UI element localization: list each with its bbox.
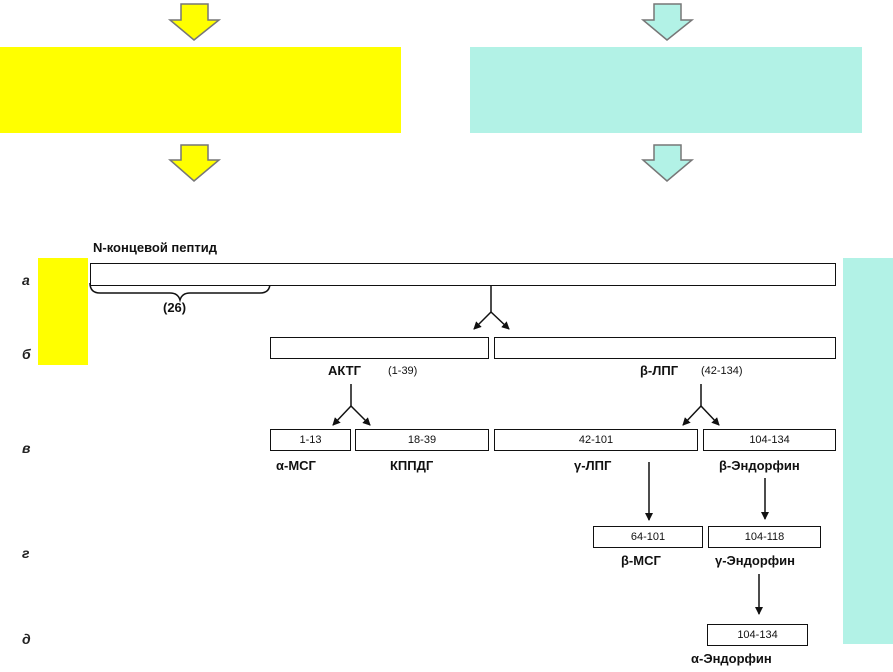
pomc-full-bar	[90, 263, 836, 286]
actg-label: АКТГ	[328, 363, 361, 378]
segment-104-134: 104-134	[703, 429, 836, 451]
segment-104-118: 104-118	[708, 526, 821, 548]
block-arrow-yellow-2	[168, 144, 222, 182]
row-letter-v: в	[22, 440, 31, 456]
block-arrow-cyan-1	[640, 3, 695, 41]
g-lpg-label: γ-ЛПГ	[574, 458, 612, 473]
segment-42-101: 42-101	[494, 429, 698, 451]
row-letter-a: а	[22, 272, 30, 288]
segment-64-101: 64-101	[593, 526, 703, 548]
kppdg-label: КППДГ	[390, 458, 434, 473]
n-terminal-label: N-концевой пептид	[93, 240, 217, 255]
block-arrow-yellow-1	[167, 3, 222, 41]
yellow-panel-top	[0, 47, 401, 133]
block-arrow-cyan-2	[641, 144, 695, 182]
row-letter-b: б	[22, 346, 31, 362]
split-arrow-a-b	[473, 286, 510, 330]
segment-18-39: 18-39	[355, 429, 489, 451]
segment-104-134-d: 104-134	[707, 624, 808, 646]
b-lpg-bar	[494, 337, 836, 359]
split-arrow-b-lpg	[682, 384, 720, 426]
row-letter-g: г	[22, 545, 30, 561]
b-lpg-label: β-ЛПГ	[640, 363, 679, 378]
actg-range: (1-39)	[388, 365, 418, 377]
g-endorphin-label: γ-Эндорфин	[715, 553, 796, 568]
b-lpg-range: (42-134)	[701, 365, 743, 377]
segment-1-13: 1-13	[270, 429, 351, 451]
a-endorphin-label: α-Эндорфин	[691, 651, 772, 666]
n-terminal-length: (26)	[163, 300, 187, 315]
cyan-panel-top	[470, 47, 862, 133]
actg-bar	[270, 337, 489, 359]
split-arrow-actg	[332, 384, 371, 426]
row-letter-d: д	[22, 631, 31, 647]
n-terminal-bracket	[89, 282, 271, 303]
b-msg-label: β-МСГ	[621, 553, 661, 568]
yellow-side-bar	[38, 258, 88, 365]
b-endorphin-label: β-Эндорфин	[719, 458, 800, 473]
a-msg-label: α-МСГ	[276, 458, 316, 473]
cyan-side-bar	[843, 258, 893, 644]
